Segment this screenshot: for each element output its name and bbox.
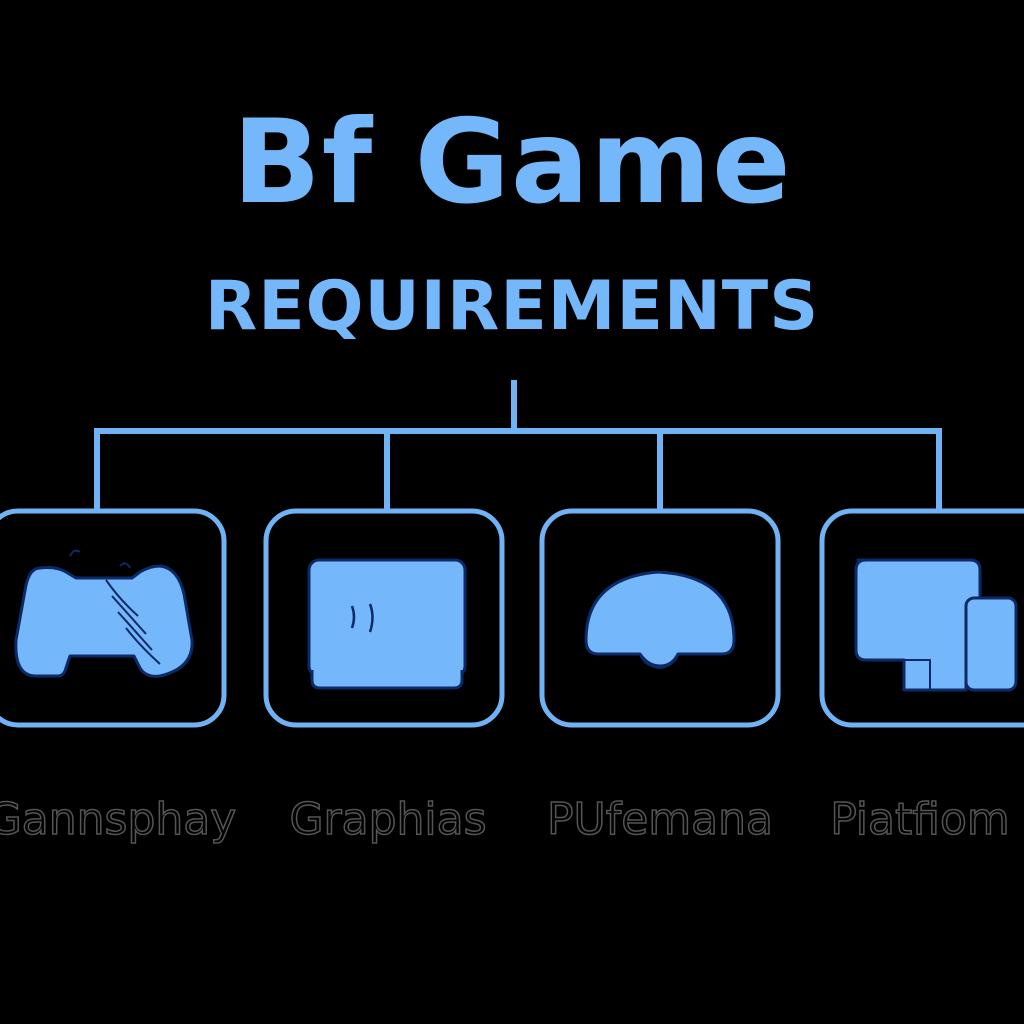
category-label-performance: PUfemana [546, 793, 773, 846]
category-label-gameplay: Gannsphay [0, 793, 237, 846]
gamepad-icon [14, 549, 194, 678]
category-label-graphics: Graphias [289, 793, 488, 846]
diagram-title: Bf Game [232, 95, 792, 230]
diagram-subtitle: REQUIREMENTS [204, 267, 820, 346]
category-label-platform: Piatfiom [829, 793, 1010, 846]
brain-icon [584, 570, 736, 669]
tree-connectors [94, 380, 942, 513]
devices-icon [854, 558, 1018, 692]
monitor-icon [307, 558, 467, 690]
